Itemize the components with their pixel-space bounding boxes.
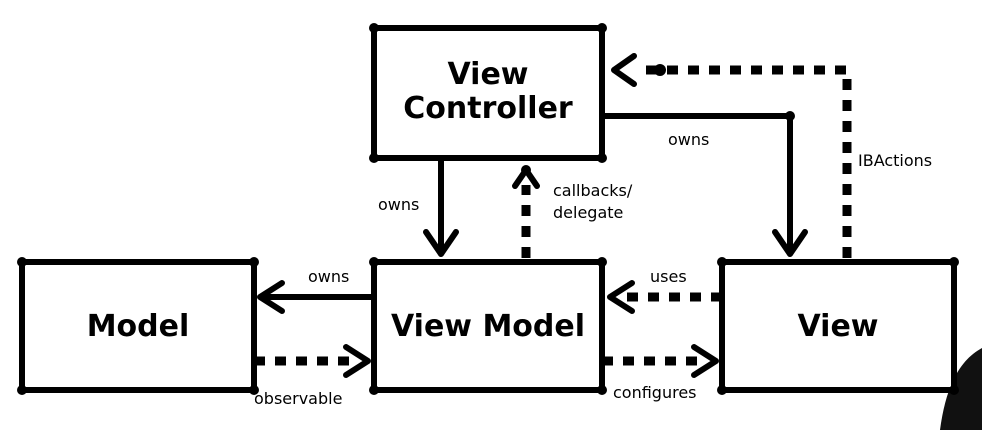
edge-label-vc-owns-view: owns bbox=[668, 130, 709, 149]
edge-label-configures: configures bbox=[613, 383, 697, 402]
node-label-view-controller-line2: Controller bbox=[403, 91, 573, 126]
arrowhead-right-icon bbox=[691, 344, 719, 378]
node-view-controller: View Controller bbox=[369, 23, 607, 163]
edge-view-ibactions-vc bbox=[611, 53, 852, 258]
corner-decoration bbox=[940, 348, 982, 430]
node-label-model: Model bbox=[87, 309, 190, 344]
arrowhead-left-icon bbox=[257, 280, 285, 314]
node-model: Model bbox=[17, 257, 259, 395]
edge-vm-callbacks-vc bbox=[512, 165, 540, 258]
edge-model-observable-vm bbox=[254, 344, 371, 378]
arrowhead-down-icon bbox=[772, 229, 808, 257]
edge-label-callbacks-line1: callbacks/ bbox=[553, 181, 633, 200]
edge-label-vm-owns-model: owns bbox=[308, 267, 349, 286]
edge-vc-owns-vm bbox=[423, 155, 459, 257]
edge-vm-configures-view bbox=[602, 344, 719, 378]
edge-label-uses: uses bbox=[650, 267, 687, 286]
node-label-view: View bbox=[797, 309, 878, 344]
arrowhead-left-icon bbox=[607, 280, 635, 314]
arrowhead-down-icon bbox=[423, 229, 459, 257]
node-label-view-model: View Model bbox=[391, 309, 585, 344]
edge-vm-owns-model bbox=[257, 280, 377, 314]
edge-label-ibactions: IBActions bbox=[858, 151, 932, 170]
edge-label-observable: observable bbox=[254, 389, 342, 408]
arrowhead-right-icon bbox=[343, 344, 371, 378]
edge-vc-owns-view bbox=[599, 111, 808, 257]
node-label-view-controller-line1: View bbox=[447, 57, 528, 92]
edge-label-vc-owns-vm: owns bbox=[378, 195, 419, 214]
node-view-model: View Model bbox=[369, 257, 607, 395]
node-view: View bbox=[717, 257, 959, 395]
edge-label-callbacks-line2: delegate bbox=[553, 203, 623, 222]
arrowhead-left-icon bbox=[611, 53, 637, 87]
edge-view-uses-vm bbox=[607, 280, 722, 314]
